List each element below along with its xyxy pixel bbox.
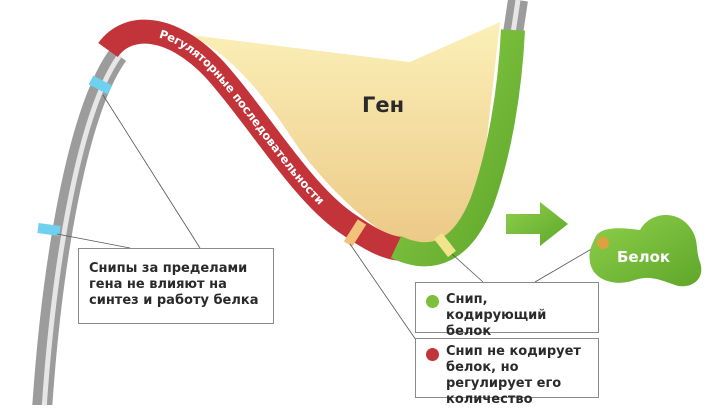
coding-region [390,29,525,267]
protein-snp [597,237,609,249]
legend-coding-box: Снип, кодирующий белок [415,282,599,339]
snp-outside-2 [37,223,61,236]
regulatory-region [98,19,404,261]
green-dot-icon [426,295,439,308]
gene-label: Ген [362,93,404,117]
snp-regulatory [343,219,367,247]
legend-regulatory-box: Снип не кодирует белок, но регулирует ег… [415,338,599,407]
red-dot-icon [426,348,439,361]
legend-outside-text: Снипы за пределами гена не влияют на син… [89,261,259,308]
snp-outside-1 [88,75,113,95]
callout-lines [56,94,601,341]
legend-coding-text: Снип, кодирующий белок [446,292,547,339]
arrow-right-icon [506,202,568,246]
legend-outside-box: Снипы за пределами гена не влияют на син… [78,248,274,324]
gene-area [190,22,500,246]
legend-regulatory-text: Снип не кодирует белок, но регулирует ег… [446,344,581,407]
protein-label: Белок [617,248,670,266]
protein-shape [589,214,702,287]
snp-coding [434,232,456,258]
